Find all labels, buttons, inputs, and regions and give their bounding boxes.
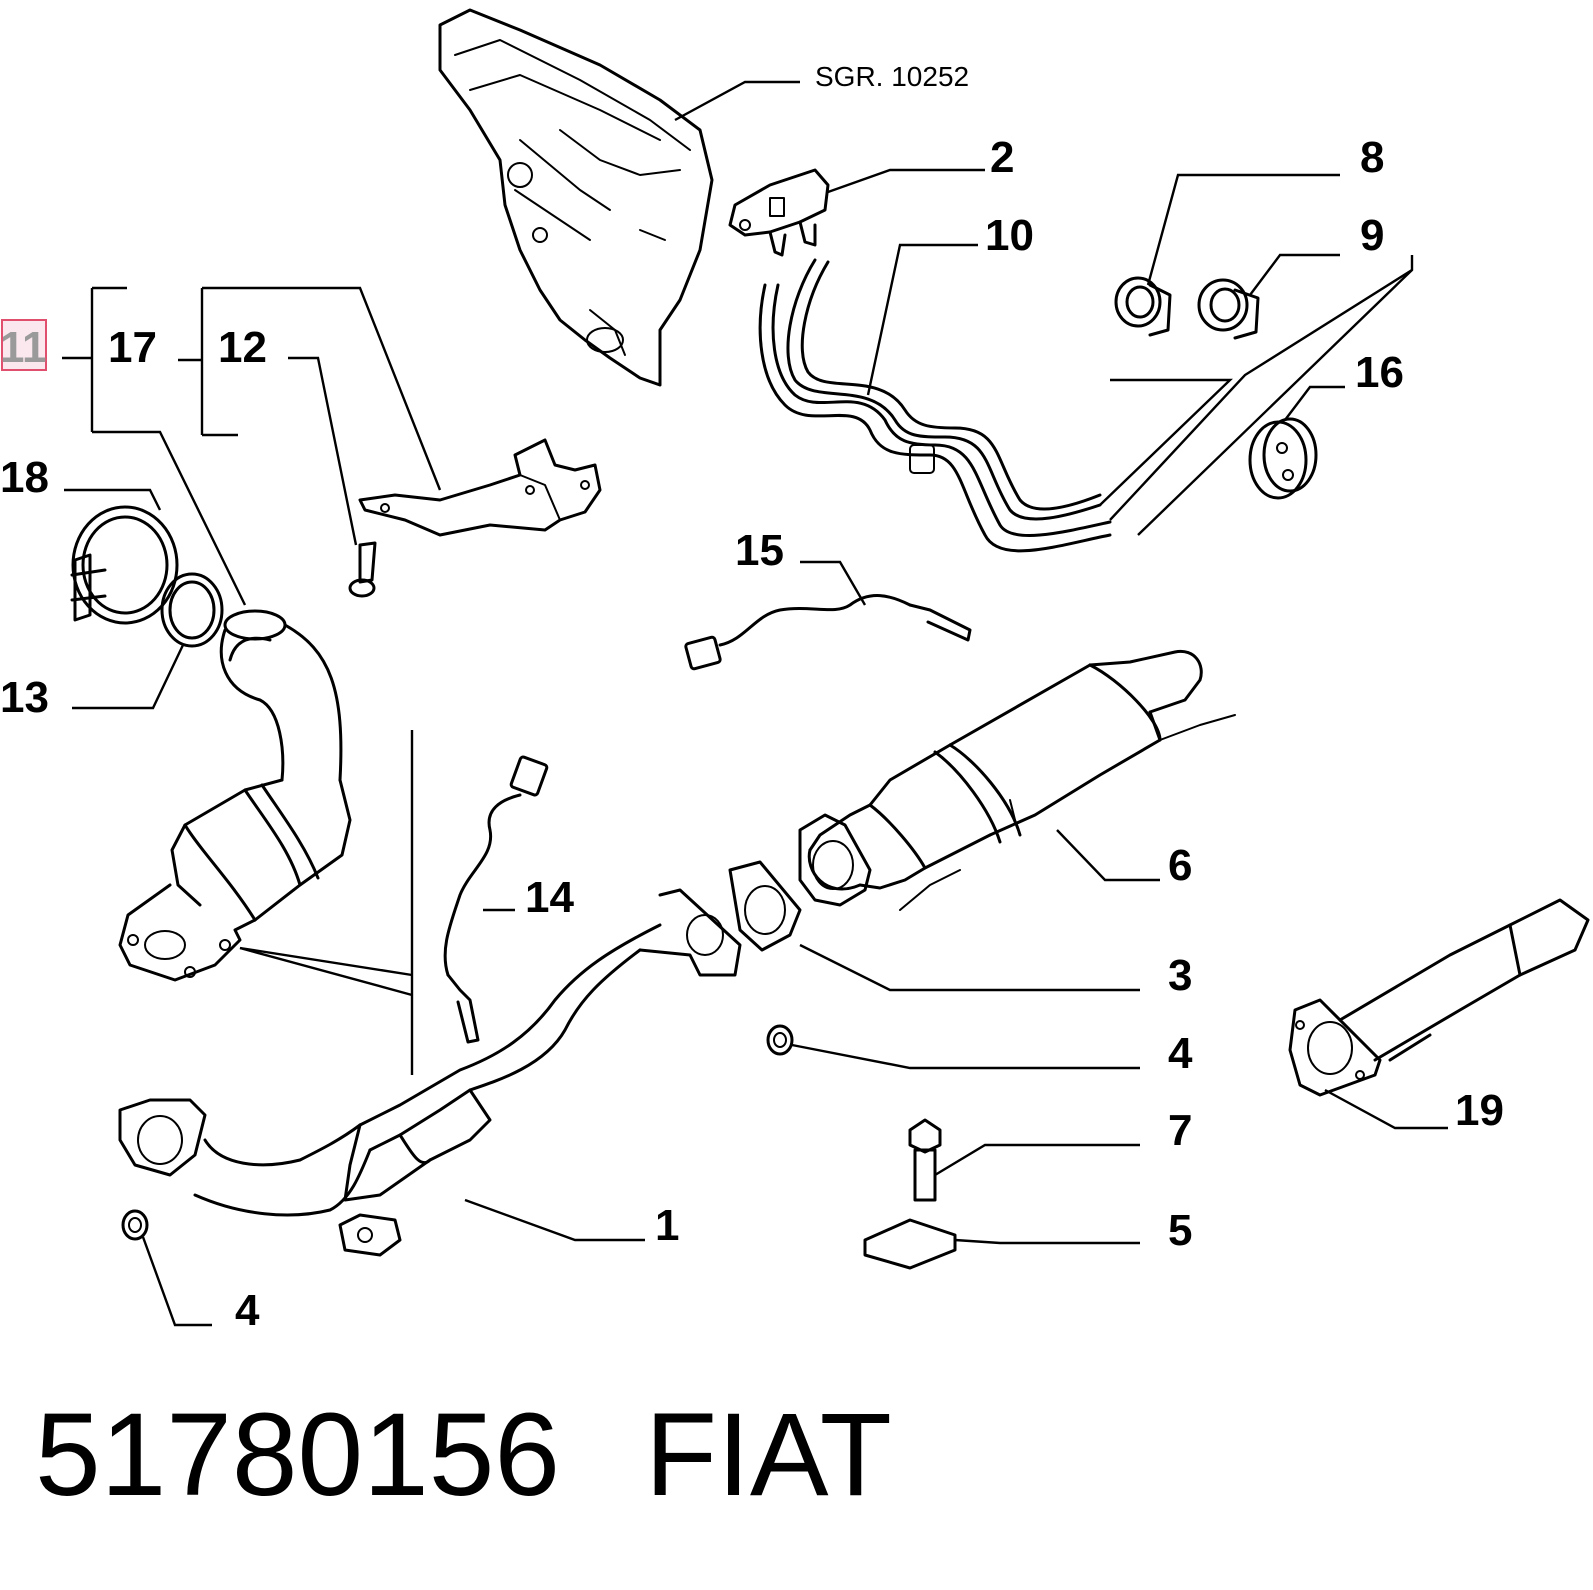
pressure-sensor: [728, 168, 830, 257]
rear-pipe: [1288, 898, 1590, 1097]
hoses: [758, 258, 1112, 553]
callout-3[interactable]: 3: [1168, 951, 1192, 1000]
callout-14[interactable]: 14: [525, 873, 574, 922]
callout-18[interactable]: 18: [0, 453, 49, 502]
oxygen-sensor-14: [443, 755, 549, 1044]
plate-5: [863, 1218, 957, 1270]
callout-8[interactable]: 8: [1360, 133, 1384, 182]
flange-gasket: [728, 860, 802, 952]
brand-name: FIAT: [645, 1389, 892, 1521]
highlighted-callout-box: [1, 319, 47, 371]
callout-6[interactable]: 6: [1168, 841, 1192, 890]
rubber-mount: [1248, 417, 1318, 500]
callout-10[interactable]: 10: [985, 211, 1034, 260]
nut-4-lower: [121, 1209, 149, 1241]
hose-clamps: [1114, 276, 1260, 340]
front-exhaust-pipe: [118, 888, 742, 1257]
sealing-ring: [160, 572, 224, 648]
callout-2[interactable]: 2: [990, 133, 1014, 182]
band-clamp: [70, 505, 179, 625]
callout-11[interactable]: 11: [0, 323, 47, 372]
callout-17[interactable]: 17: [108, 323, 157, 372]
leader-lines: [62, 80, 1448, 1327]
bolt-7: [908, 1118, 942, 1202]
callout-12[interactable]: 12: [218, 323, 267, 372]
drawing-reference: SGR. 10252: [815, 61, 969, 92]
callout-19[interactable]: 19: [1455, 1086, 1504, 1135]
bolt-12: [348, 541, 377, 598]
callout-13[interactable]: 13: [0, 673, 49, 722]
callout-16[interactable]: 16: [1355, 348, 1404, 397]
particulate-filter: [798, 649, 1236, 911]
callout-7[interactable]: 7: [1168, 1106, 1192, 1155]
callout-1[interactable]: 1: [655, 1201, 679, 1250]
callout-5[interactable]: 5: [1168, 1206, 1192, 1255]
callout-15[interactable]: 15: [735, 526, 784, 575]
catalytic-converter: [118, 609, 352, 982]
oxygen-sensor-15: [684, 594, 972, 671]
part-number: 51780156: [35, 1389, 560, 1521]
nut-4-upper: [766, 1024, 794, 1056]
mounting-bracket: [358, 438, 602, 537]
callout-9[interactable]: 9: [1360, 211, 1384, 260]
callout-4-upper[interactable]: 4: [1168, 1029, 1193, 1078]
callout-4-lower[interactable]: 4: [235, 1286, 260, 1335]
heat-shield: [438, 8, 714, 387]
